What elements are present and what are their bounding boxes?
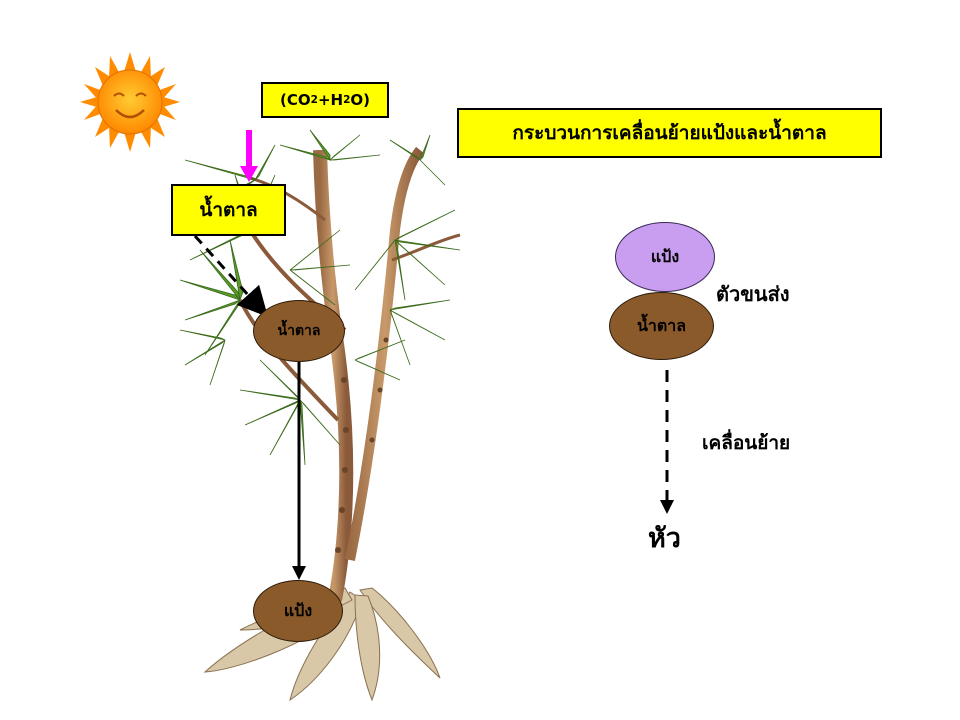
starch-carrier-node: แป้ง [615,222,715,292]
sun-icon [80,52,180,152]
sugar-node: น้ำตาล [253,300,345,362]
sugar-box-label: น้ำตาล [199,199,258,221]
sugar-box: น้ำตาล [171,184,286,236]
carrier-label: ตัวขนส่ง [716,282,790,306]
starch-node-label: แป้ง [283,600,313,620]
dashed-arrow-transport [660,370,674,514]
sugar-transport-label: น้ำตาล [636,315,687,335]
solid-arrow-sugar-to-starch [292,362,306,580]
move-label: เคลื่อนย้าย [702,432,791,454]
sugar-node-label: น้ำตาล [277,323,321,339]
formula-subscript-a: 2 [310,94,318,106]
diagram-title-text: กระบวนการเคลื่อนย้ายแป้งและน้ำตาล [512,122,827,144]
formula-open: (CO [280,91,311,109]
formula-subscript-b: 2 [343,94,351,106]
starch-node: แป้ง [253,580,343,642]
cassava-plant-illustration [179,129,461,702]
formula-close: O) [350,91,370,109]
formula-plus-h: +H [317,91,344,109]
starch-carrier-label: แป้ง [650,246,680,266]
diagram-title: กระบวนการเคลื่อนย้ายแป้งและน้ำตาล [457,108,882,158]
co2-input-arrow [240,130,258,182]
destination-label: หัว [648,523,681,554]
sugar-transport-node: น้ำตาล [609,292,714,360]
